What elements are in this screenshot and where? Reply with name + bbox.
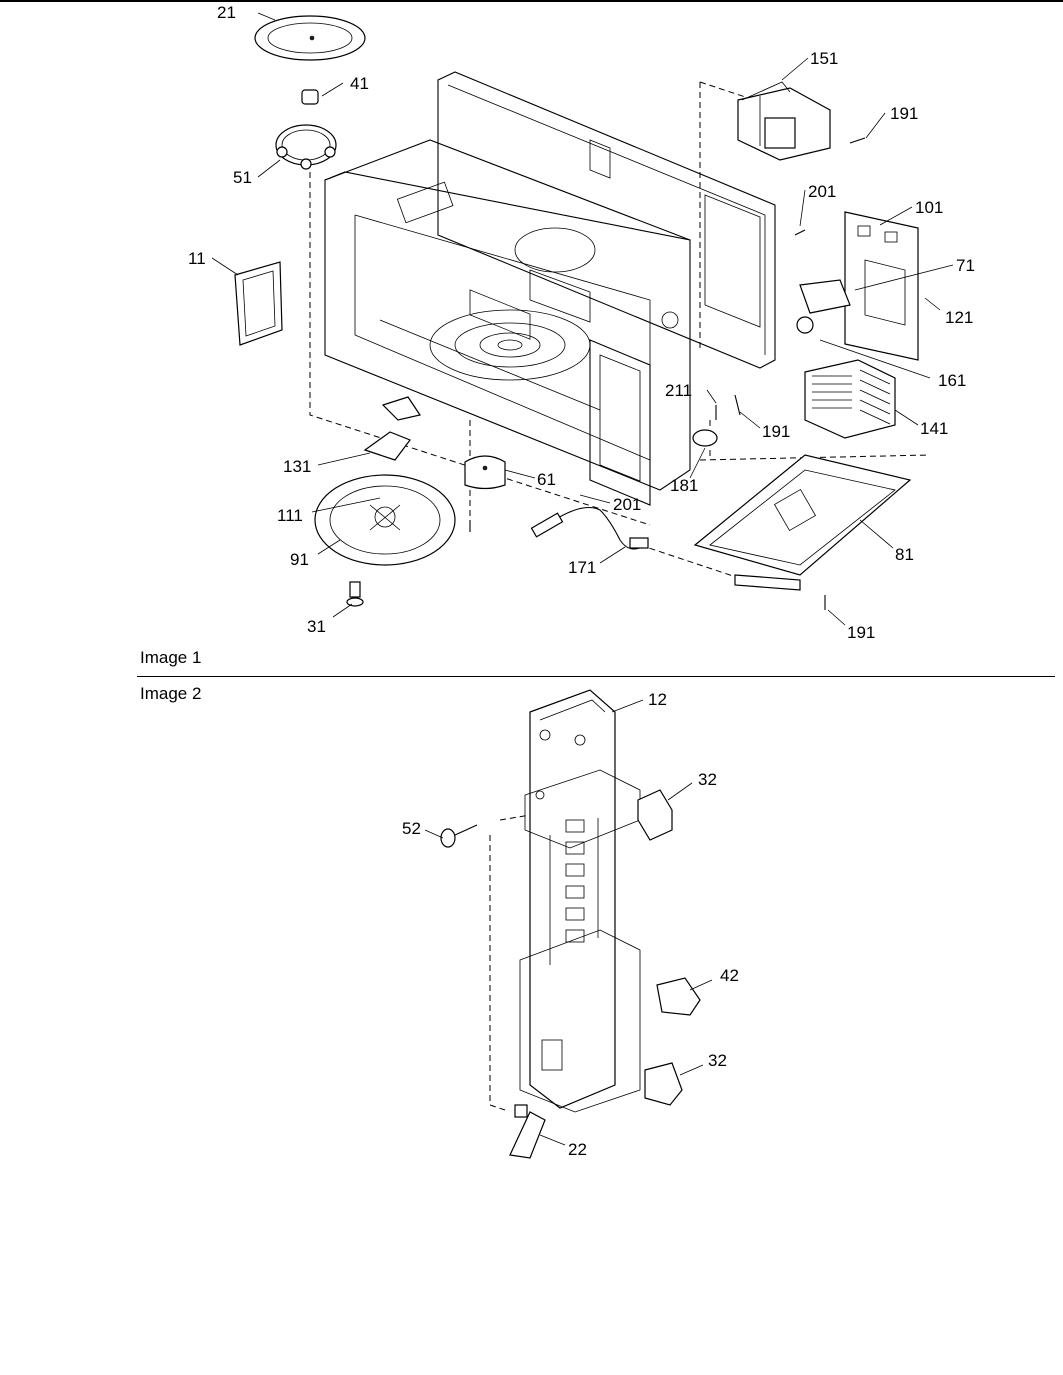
cabinet-cavity	[324, 139, 691, 506]
callout-label: 101	[915, 198, 943, 217]
door-interlock-assembly	[796, 279, 851, 334]
wire-harness	[530, 506, 649, 550]
callout-label: 141	[920, 419, 948, 438]
top-rule	[0, 0, 1063, 2]
callout-label: 81	[895, 545, 914, 564]
figure1-callouts: 21 41 51 11 151 191 201 101 71 121 161 2…	[188, 3, 975, 642]
roller-ring	[275, 124, 337, 170]
callout-label: 51	[233, 168, 252, 187]
callout-label: 201	[808, 182, 836, 201]
callout-label: 41	[350, 74, 369, 93]
callout-label: 22	[568, 1140, 587, 1159]
callout-label: 111	[277, 506, 303, 525]
side-mounting-plate	[844, 211, 919, 361]
stirrer-cover	[314, 474, 456, 566]
callout-label: 32	[698, 770, 717, 789]
callout-label: 211	[665, 381, 692, 400]
turntable-coupler	[301, 89, 319, 105]
figure-divider	[137, 676, 1055, 677]
callout-label: 91	[290, 550, 309, 569]
turntable-motor	[464, 455, 506, 490]
leader-lines	[211, 12, 954, 626]
figure2-caption: Image 2	[140, 684, 202, 703]
turntable-well	[429, 227, 596, 381]
turntable-glass-plate	[254, 15, 366, 61]
callout-label: 61	[537, 470, 556, 489]
screw	[440, 824, 478, 848]
micro-switch	[637, 789, 673, 841]
thermal-cutout	[692, 429, 718, 447]
callout-label: 31	[307, 617, 326, 636]
alignment-line	[499, 814, 531, 821]
callout-label: 42	[720, 966, 739, 985]
latch-board	[519, 689, 641, 1113]
figure1-caption: Image 1	[140, 648, 202, 667]
callout-label: 201	[613, 495, 641, 514]
callout-label: 32	[708, 1051, 727, 1070]
alignment-line	[309, 172, 651, 526]
callout-label: 161	[938, 371, 966, 390]
callout-label: 191	[762, 422, 790, 441]
callout-label: 52	[402, 819, 421, 838]
callout-label: 21	[217, 3, 236, 22]
callout-label: 151	[810, 49, 838, 68]
figure1-drawing: 21 41 51 11 151 191 201 101 71 121 161 2…	[188, 3, 975, 642]
magnetron	[804, 359, 896, 439]
screw-icons	[469, 137, 866, 610]
figure2-callouts: 12 52 32 42 32 22	[402, 690, 739, 1159]
callout-label: 181	[670, 476, 698, 495]
callout-label: 12	[648, 690, 667, 709]
stirrer-blade	[363, 396, 421, 461]
callout-label: 121	[945, 308, 973, 327]
micro-switch	[644, 1062, 683, 1106]
cabinet-back-panel	[437, 71, 776, 369]
mounting-stud	[346, 581, 364, 607]
waveguide-cover	[234, 261, 283, 346]
figure2-drawing: 12 52 32 42 32 22	[402, 689, 739, 1159]
callout-label: 191	[847, 623, 875, 642]
base-plate	[693, 454, 912, 591]
callout-label: 131	[283, 457, 311, 476]
leader-lines	[424, 699, 713, 1146]
micro-switch	[656, 977, 701, 1016]
latch-lever	[509, 1104, 546, 1159]
callout-label: 71	[956, 256, 975, 275]
high-voltage-transformer	[737, 81, 831, 161]
alignment-line	[489, 835, 506, 1111]
callout-label: 171	[568, 558, 596, 577]
callout-label: 191	[890, 104, 918, 123]
callout-label: 11	[188, 249, 206, 268]
